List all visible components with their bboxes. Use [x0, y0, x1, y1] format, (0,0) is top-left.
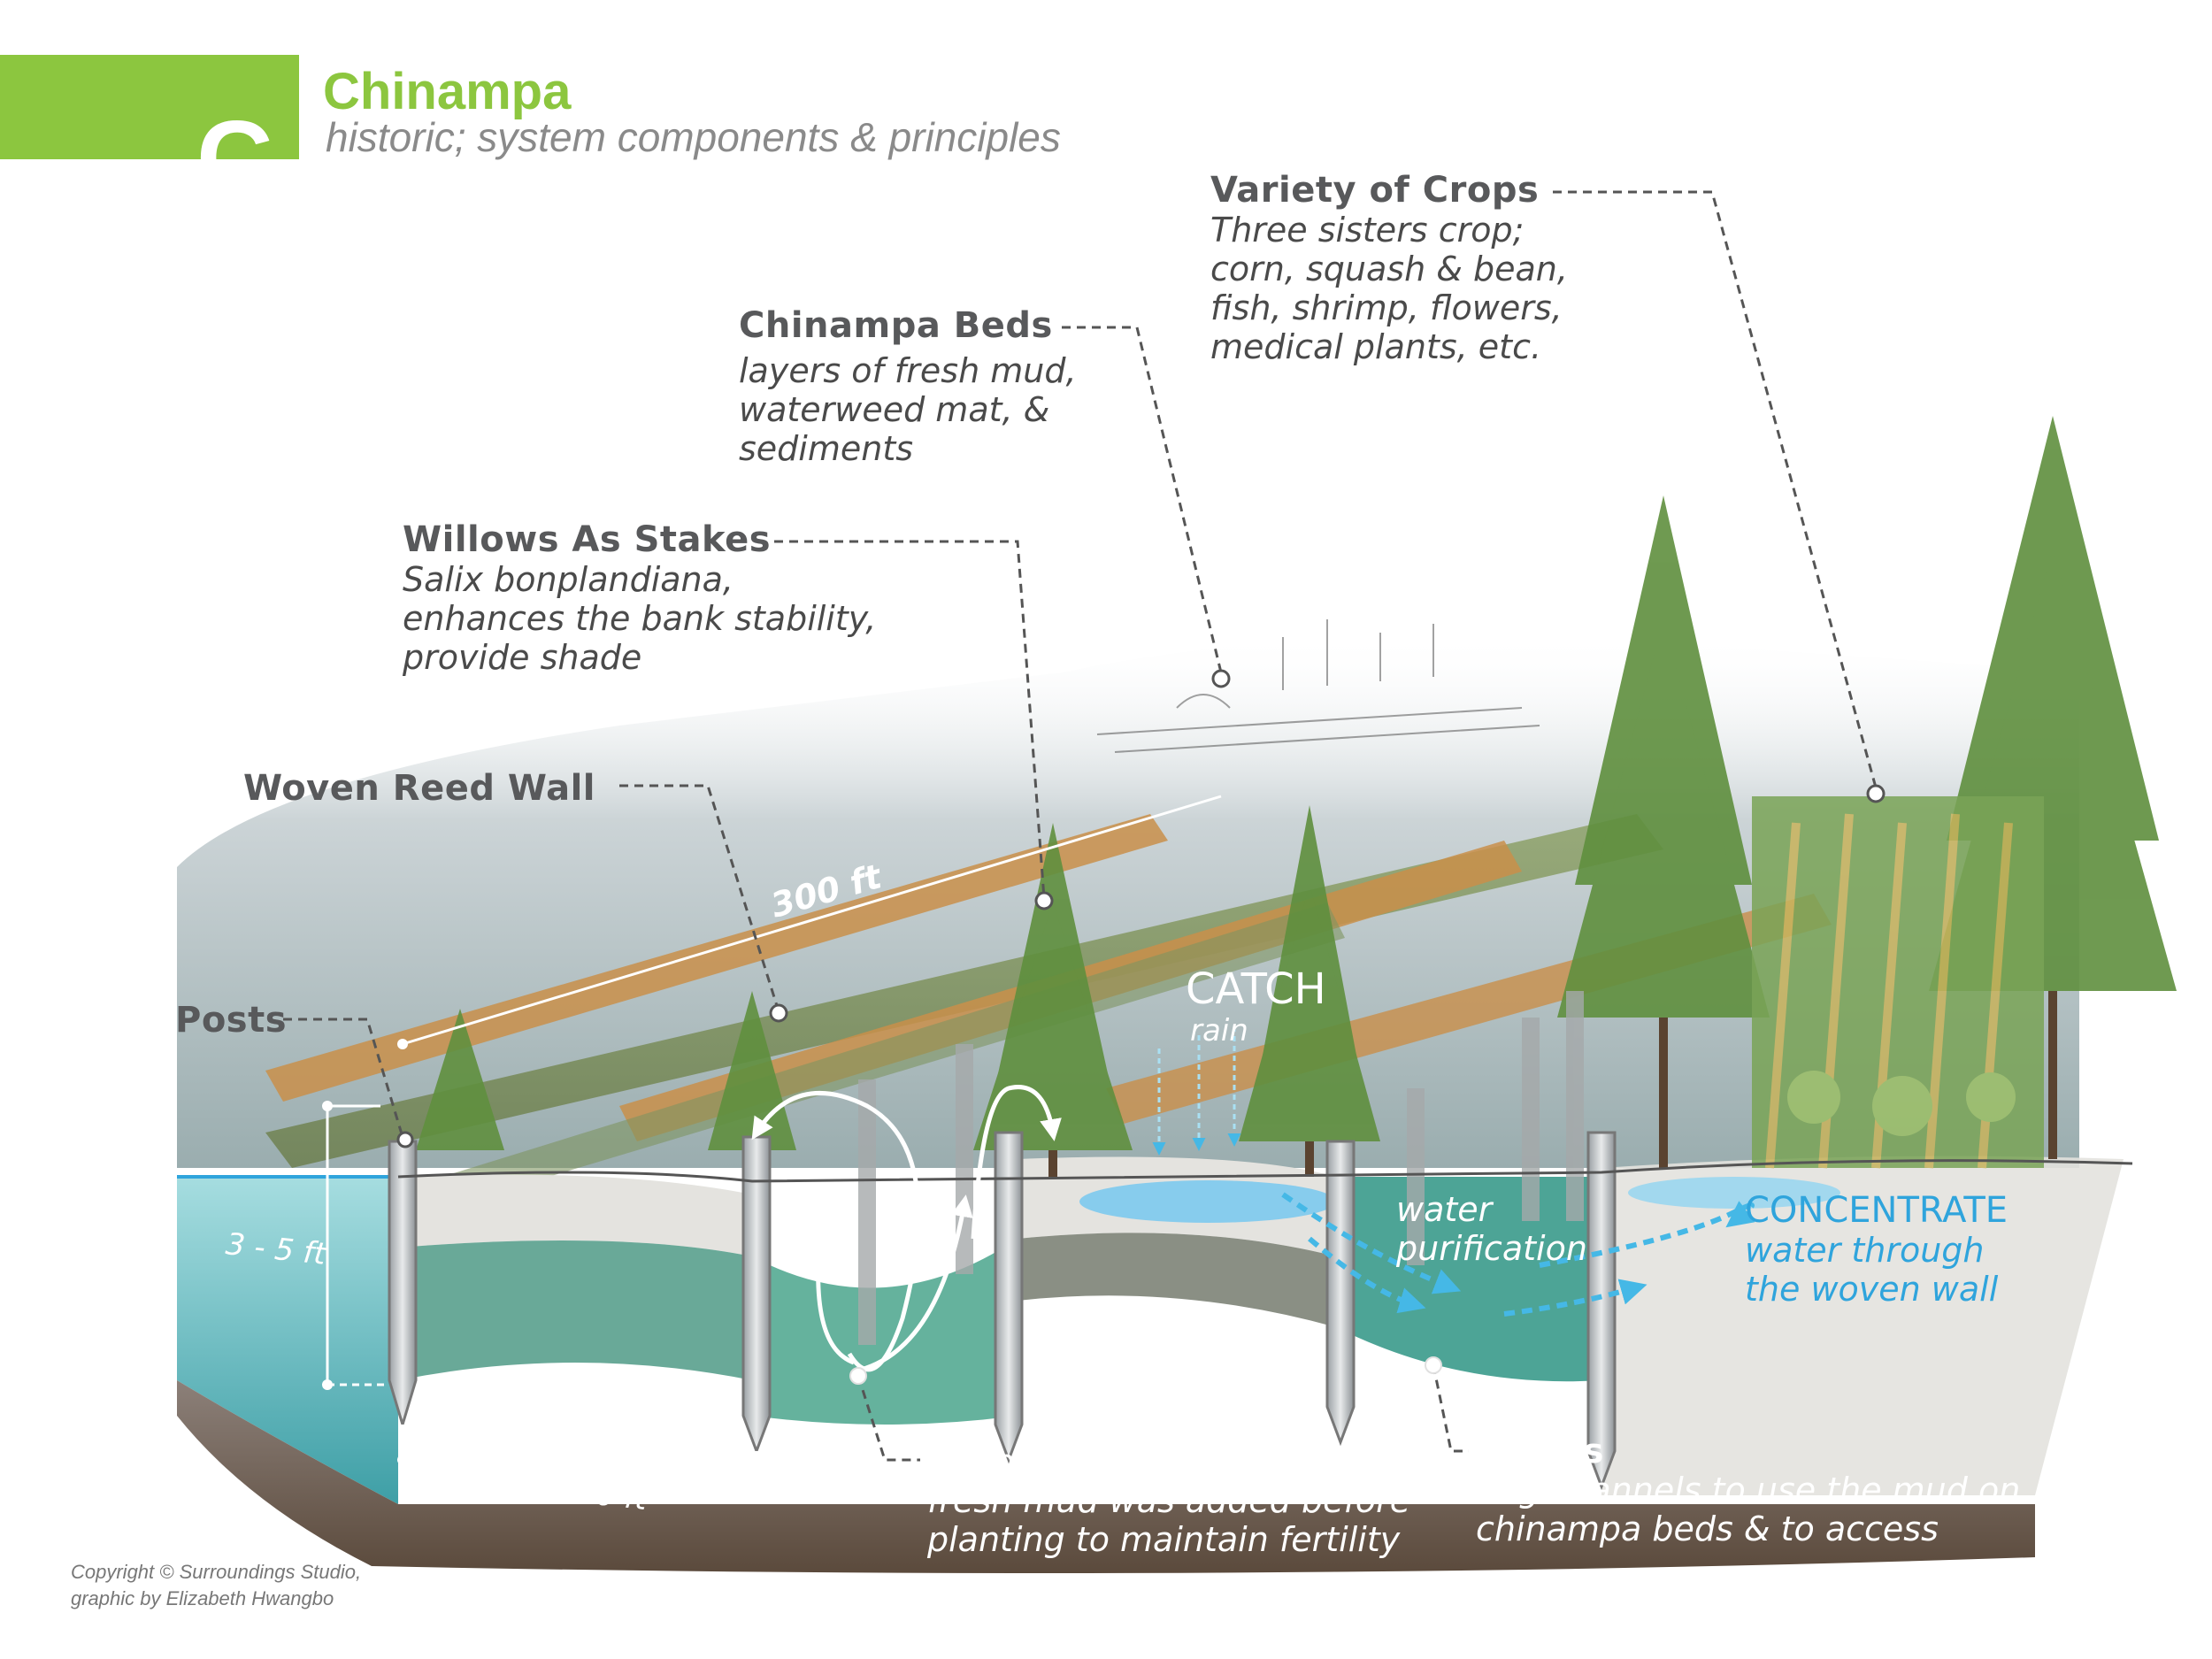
- variety-of-crops-line: corn, squash & bean,: [1210, 250, 1568, 288]
- beds-thicker-note: the beds gets thicker due to fresh mud w…: [927, 1442, 1410, 1559]
- concentrate-title: CONCENTRATE: [1745, 1190, 2008, 1231]
- label-posts: Posts: [175, 1000, 288, 1041]
- canals-title: Canals: [1476, 1432, 1604, 1471]
- variety-of-crops-line: fish, shrimp, flowers,: [1210, 288, 1563, 327]
- label-chinampa-beds: Chinampa Beds layers of fresh mud, water…: [739, 305, 1077, 468]
- canals-line: chinampa beds & to access: [1476, 1509, 1939, 1548]
- catch-label: CATCH: [1186, 964, 1326, 1014]
- water-purification-line: purification: [1396, 1229, 1587, 1268]
- beds-note-line: the beds gets thicker due to: [927, 1442, 1403, 1481]
- chinampa-beds-title: Chinampa Beds: [739, 305, 1053, 346]
- willows-as-stakes-line: provide shade: [403, 638, 642, 677]
- copyright-line: graphic by Elizabeth Hwangbo: [71, 1587, 334, 1609]
- water-purification-line: water: [1396, 1190, 1493, 1229]
- chinampa-beds-line: layers of fresh mud,: [739, 351, 1077, 390]
- page-title: Chinampa: [323, 63, 572, 120]
- label-canals: Canals dug channels to use the mud on ch…: [1476, 1432, 2020, 1548]
- copyright-notice: Copyright © Surroundings Studio, graphic…: [71, 1559, 361, 1612]
- canals-line: dug channels to use the mud on: [1476, 1471, 2021, 1509]
- rain-label: rain: [1190, 1013, 1248, 1048]
- section-badge: C: [0, 55, 299, 216]
- water-purification-label: water purification: [1396, 1190, 1587, 1268]
- willows-as-stakes-line: enhances the bank stability,: [403, 599, 877, 638]
- page-subtitle: historic; system components & principles: [326, 114, 1061, 160]
- beds-note-line: planting to maintain fertility: [927, 1520, 1401, 1559]
- section-letter: C: [196, 99, 273, 218]
- label-woven-reed-wall: Woven Reed Wall: [243, 768, 596, 809]
- concentrate-label: CONCENTRATE water through the woven wall: [1745, 1190, 2008, 1309]
- willows-as-stakes-title: Willows As Stakes: [403, 519, 771, 560]
- variety-of-crops-title: Variety of Crops: [1210, 170, 1540, 211]
- chinampa-beds-line: sediments: [739, 429, 914, 468]
- concentrate-line: the woven wall: [1745, 1270, 1999, 1309]
- concentrate-line: water through: [1745, 1231, 1985, 1270]
- label-variety-of-crops: Variety of Crops Three sisters crop; cor…: [1210, 170, 1568, 366]
- beds-note-line: fresh mud was added before: [927, 1481, 1411, 1520]
- variety-of-crops-line: Three sisters crop;: [1210, 211, 1525, 250]
- variety-of-crops-line: medical plants, etc.: [1210, 327, 1542, 366]
- willows-as-stakes-line: Salix bonplandiana,: [403, 560, 734, 599]
- label-willows-as-stakes: Willows As Stakes Salix bonplandiana, en…: [403, 519, 876, 677]
- copyright-line: Copyright © Surroundings Studio,: [71, 1561, 362, 1583]
- chinampa-beds-line: waterweed mat, &: [739, 390, 1050, 429]
